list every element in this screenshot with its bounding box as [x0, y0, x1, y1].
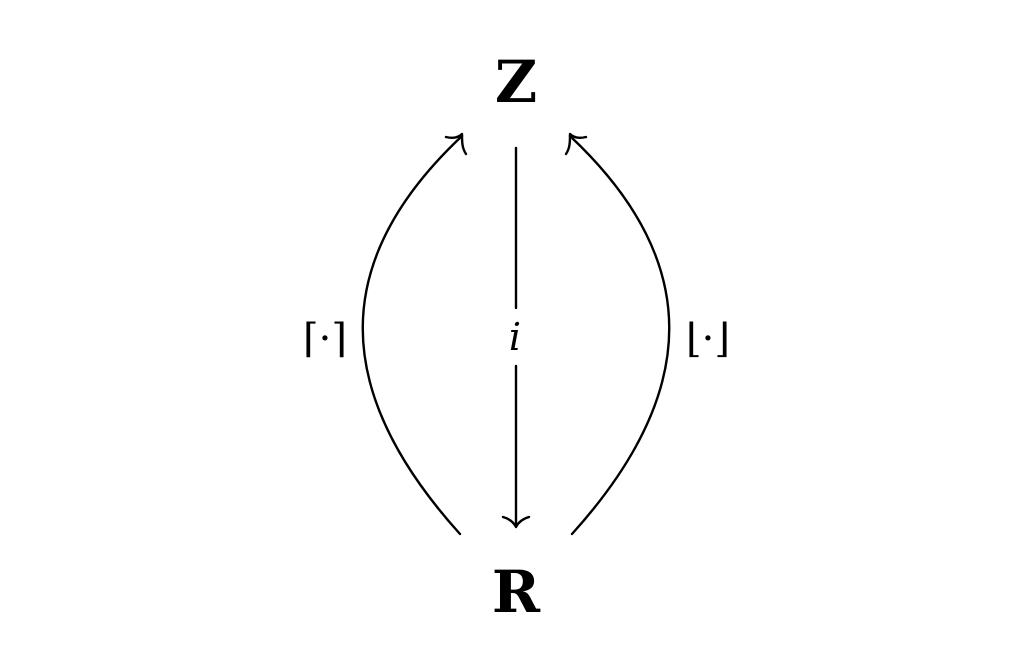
edge-label-floor: ⌊·⌋: [686, 316, 730, 362]
node-reals: R: [492, 558, 541, 626]
edge-inclusion-arrow: [501, 146, 531, 529]
edge-floor-arrow: [564, 132, 671, 536]
edge-label-ceiling: ⌈·⌉: [303, 316, 347, 362]
edge-ceiling-arrow: [361, 132, 468, 536]
node-integers: Z: [495, 48, 537, 116]
edge-label-inclusion: i: [509, 315, 521, 359]
